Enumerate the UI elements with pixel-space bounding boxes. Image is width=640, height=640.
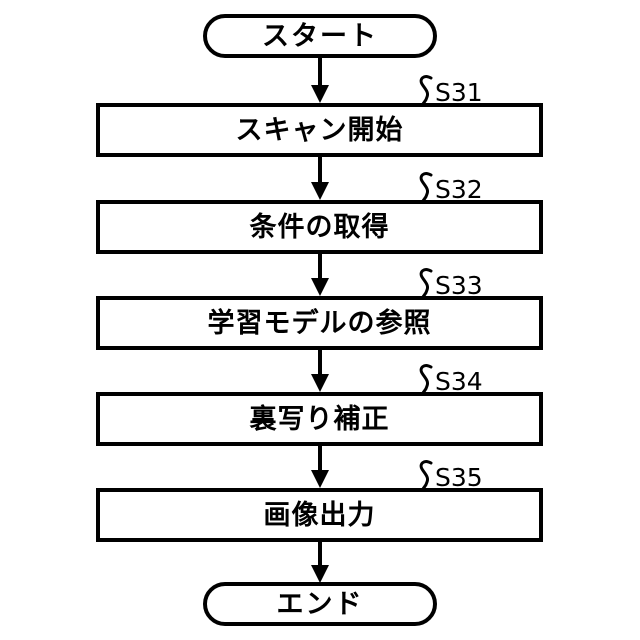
step-ref-s33: S33 [418, 266, 483, 298]
step-ref-s32: S32 [418, 170, 483, 202]
process-label-s34: 裏写り補正 [249, 403, 390, 435]
step-ref-s34: S34 [418, 362, 483, 394]
connector-s34-to-s35 [308, 446, 332, 489]
connector-s32-to-s33 [308, 254, 332, 297]
process-label-s31: スキャン開始 [235, 114, 404, 146]
step-ref-s35: S35 [418, 458, 483, 490]
start-node: スタート [203, 14, 437, 58]
connector-start-to-s31 [308, 57, 332, 104]
start-node-label: スタート [262, 20, 378, 52]
process-label-s35: 画像出力 [263, 499, 376, 531]
connector-s33-to-s34 [308, 350, 332, 393]
leader-squiggle-icon [419, 268, 433, 298]
process-label-s32: 条件の取得 [249, 211, 390, 243]
process-box-s34: 裏写り補正 [96, 392, 543, 446]
step-ref-s31: S31 [418, 73, 483, 105]
connector-s31-to-s32 [308, 157, 332, 201]
connector-s35-to-end [308, 542, 332, 584]
step-ref-label-s32: S32 [435, 175, 483, 204]
step-ref-label-s35: S35 [435, 463, 483, 492]
process-box-s32: 条件の取得 [96, 200, 543, 254]
process-box-s33: 学習モデルの参照 [96, 296, 543, 350]
step-ref-label-s31: S31 [435, 78, 483, 107]
leader-squiggle-icon [419, 364, 433, 394]
leader-squiggle-icon [419, 75, 433, 105]
end-node-label: エンド [276, 588, 364, 620]
process-label-s33: 学習モデルの参照 [207, 307, 432, 339]
end-node: エンド [203, 582, 437, 626]
process-box-s35: 画像出力 [96, 488, 543, 542]
leader-squiggle-icon [419, 172, 433, 202]
step-ref-label-s33: S33 [435, 271, 483, 300]
process-box-s31: スキャン開始 [96, 103, 543, 157]
step-ref-label-s34: S34 [435, 367, 483, 396]
leader-squiggle-icon [419, 460, 433, 490]
